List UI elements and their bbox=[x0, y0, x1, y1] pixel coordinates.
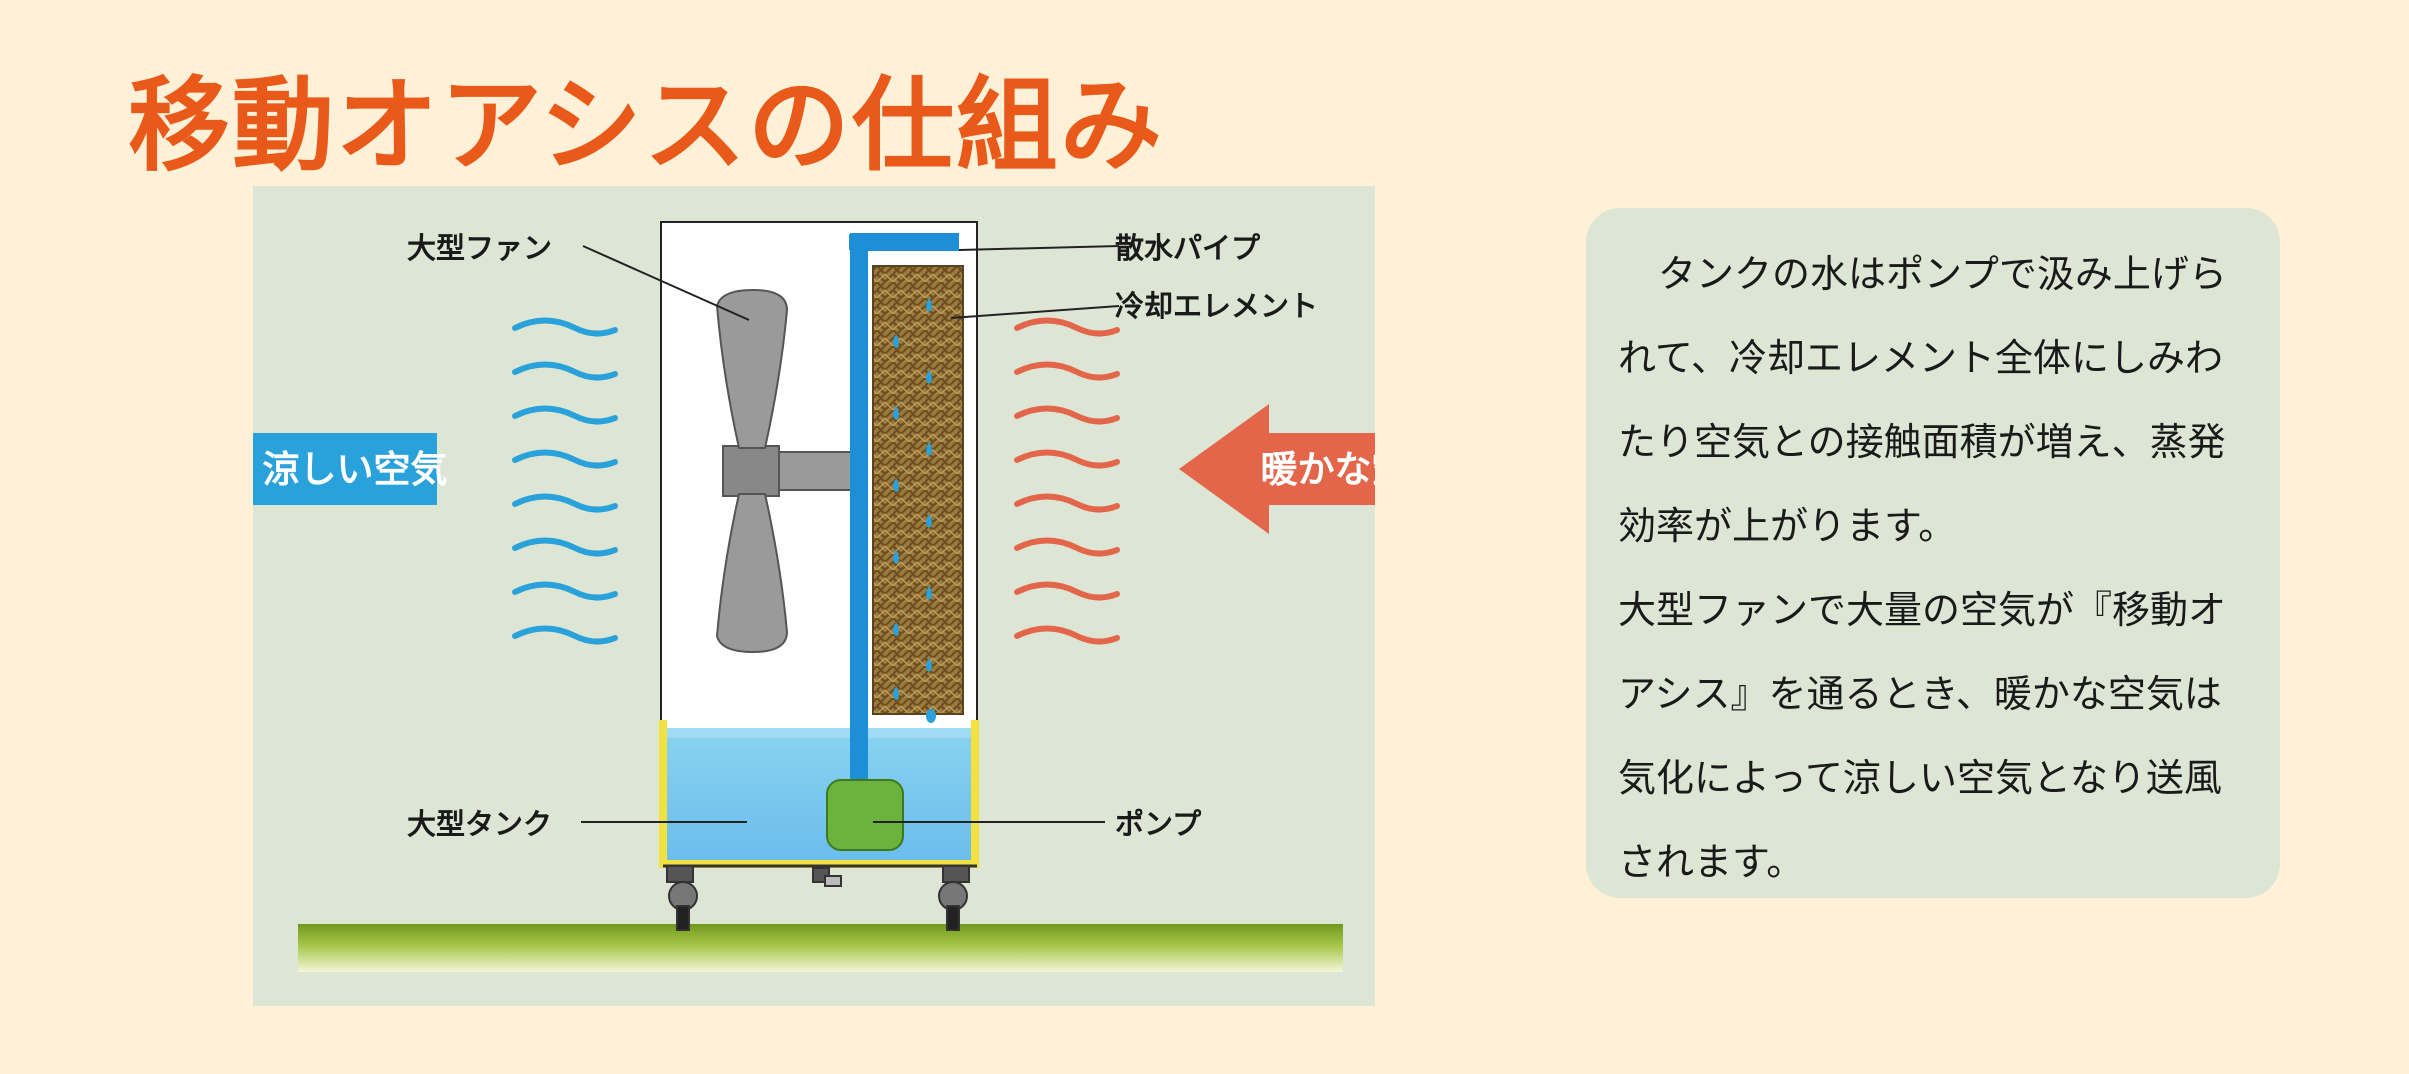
warm-air-arrow: 暖かな空気 bbox=[1179, 404, 1375, 534]
pipe-label: 散水パイプ bbox=[1115, 231, 1261, 265]
explanation-paragraph-1: タンクの水はポンプで汲み上げられて、冷却エレメント全体にしみわたり空気との接触面… bbox=[1618, 252, 2227, 548]
element-label: 冷却エレメント bbox=[1115, 289, 1318, 323]
fan-shaft bbox=[778, 451, 856, 491]
element-leader bbox=[950, 305, 1120, 319]
fan-leader bbox=[582, 245, 750, 321]
cool-air-waves bbox=[512, 317, 618, 645]
fan-hub bbox=[722, 445, 780, 497]
page-title: 移動オアシスの仕組み bbox=[128, 67, 1164, 186]
tank-water bbox=[667, 728, 971, 860]
tank-outline bbox=[659, 720, 979, 868]
water-drops bbox=[893, 298, 936, 723]
fan-blade-bottom bbox=[715, 493, 789, 654]
warm-air-label: 暖かな空気 bbox=[1261, 448, 1376, 491]
tank-label: 大型タンク bbox=[407, 807, 552, 841]
cooling-element bbox=[872, 265, 964, 715]
cool-air-label: 涼しい空気 bbox=[263, 448, 448, 491]
pipe-leader bbox=[958, 245, 1120, 251]
pump bbox=[826, 779, 904, 851]
explanation-paragraph-2: 大型ファンで大量の空気が『移動オアシス』を通るとき、暖かな空気は気化によって涼し… bbox=[1618, 588, 2227, 884]
cooler-diagram: 大型ファン 散水パイプ 冷却エレメント 大型タンク ポンプ 涼しい空気 暖かな空… bbox=[253, 186, 1375, 1006]
cool-air-arrow: 涼しい空気 bbox=[253, 433, 448, 505]
pump-label: ポンプ bbox=[1115, 807, 1202, 841]
ground bbox=[298, 924, 1343, 972]
warm-air-waves bbox=[1014, 317, 1120, 645]
fan-label: 大型ファン bbox=[407, 231, 552, 265]
casters bbox=[666, 865, 970, 931]
fan-blade-top bbox=[715, 288, 789, 449]
explanation-box: タンクの水はポンプで汲み上げられて、冷却エレメント全体にしみわたり空気との接触面… bbox=[1586, 208, 2280, 898]
